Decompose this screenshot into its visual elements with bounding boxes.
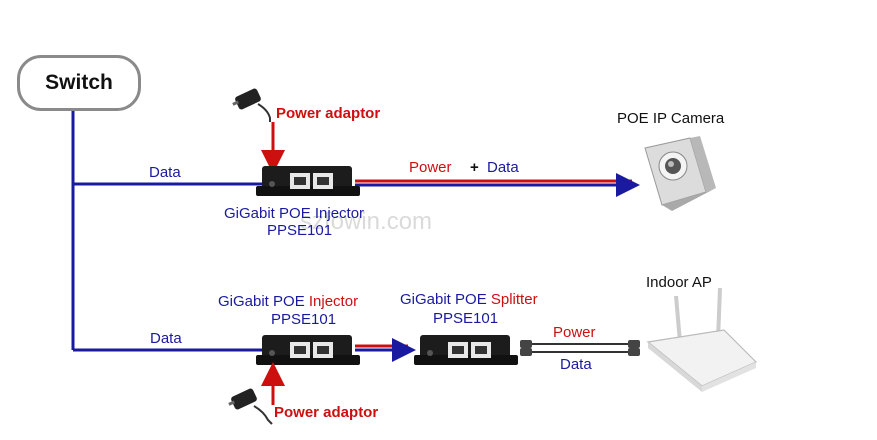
bottom-data-label-2: Data	[560, 356, 592, 373]
splitter-model: PPSE101	[433, 310, 499, 327]
bottom-injector-name-prefix: GiGabit POE	[218, 293, 305, 310]
top-plus-sign: +	[470, 159, 479, 176]
bottom-power-adaptor-label: Power adaptor	[274, 404, 379, 421]
bottom-injector-device	[256, 335, 360, 365]
top-power-adaptor-label: Power adaptor	[276, 105, 381, 122]
bottom-power-adaptor-icon	[228, 388, 273, 425]
bottom-injector-model: PPSE101	[271, 311, 337, 328]
bottom-injector-name: GiGabit POE Injector	[218, 293, 358, 310]
top-injector-model: PPSE101	[267, 222, 333, 239]
indoor-ap-icon	[646, 287, 758, 392]
splitter-power-cable-icon	[520, 340, 640, 348]
top-data-label: Data	[149, 164, 181, 181]
ap-label: Indoor AP	[646, 274, 712, 291]
top-injector-device	[256, 166, 360, 196]
camera-label: POE IP Camera	[617, 110, 725, 127]
top-data-label-2: Data	[487, 159, 519, 176]
switch-node: Switch	[17, 55, 141, 111]
splitter-data-cable-icon	[520, 348, 640, 356]
top-power-label: Power	[409, 159, 452, 176]
splitter-device	[414, 335, 518, 365]
top-injector-name: GiGabit POE Injector	[224, 205, 365, 222]
splitter-name-suffix: Splitter	[490, 291, 538, 308]
splitter-name: GiGabit POE Splitter	[400, 291, 538, 308]
bottom-data-label: Data	[150, 330, 182, 347]
bottom-power-label: Power	[553, 324, 596, 341]
splitter-name-prefix: GiGabit POE	[400, 291, 487, 308]
ip-camera-icon	[644, 136, 716, 211]
watermark: szfowin.com	[300, 208, 433, 235]
bottom-injector-name-suffix: Injector	[308, 293, 359, 310]
top-power-adaptor-icon	[232, 88, 271, 122]
